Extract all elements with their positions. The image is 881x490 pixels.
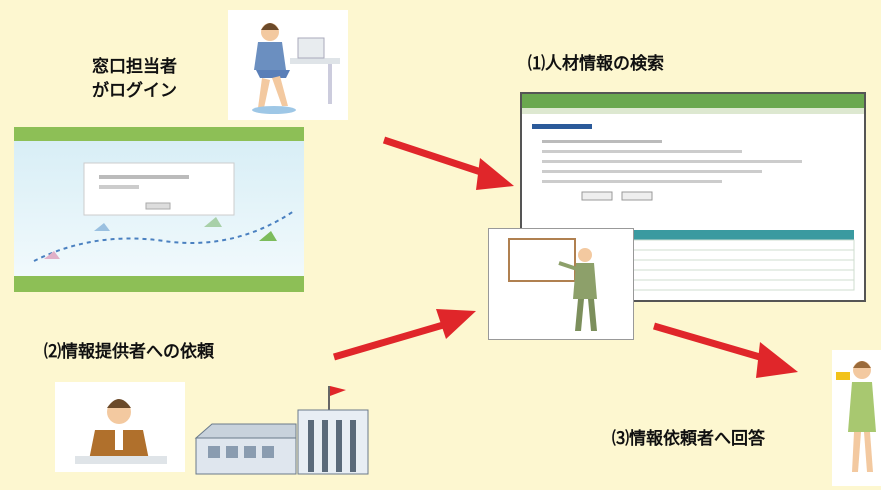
woman-on-phone-icon	[836, 361, 876, 472]
woman-on-phone-illustration	[832, 350, 881, 486]
arrow-to-presenter-icon	[333, 309, 476, 361]
login-screen-titlebar	[14, 127, 304, 141]
arrow-to-requester-icon	[653, 322, 798, 378]
login-label-line-2: がログイン	[92, 81, 177, 101]
step3-label: ⑶情報依頼者へ回答	[612, 429, 765, 449]
login-label-line-1: 窓口担当者	[92, 57, 177, 77]
presenter-at-board-icon	[508, 238, 597, 331]
login-screen-icon	[14, 141, 304, 292]
woman-at-computer-illustration	[228, 10, 348, 120]
woman-at-computer-icon	[252, 23, 340, 114]
search-screen-icon	[522, 108, 864, 291]
man-at-desk-icon	[75, 399, 167, 464]
factory-building-icon	[194, 386, 369, 475]
man-at-desk-illustration	[55, 382, 185, 472]
login-label: 窓口担当者 がログイン	[92, 55, 177, 103]
step2-label: ⑵情報提供者への依頼	[44, 342, 214, 362]
arrow-to-search-icon	[382, 136, 514, 190]
step1-label: ⑴人材情報の検索	[528, 54, 664, 74]
search-screen-titlebar	[522, 94, 864, 108]
presenter-illustration	[488, 228, 634, 340]
login-screen-thumbnail	[14, 127, 304, 292]
